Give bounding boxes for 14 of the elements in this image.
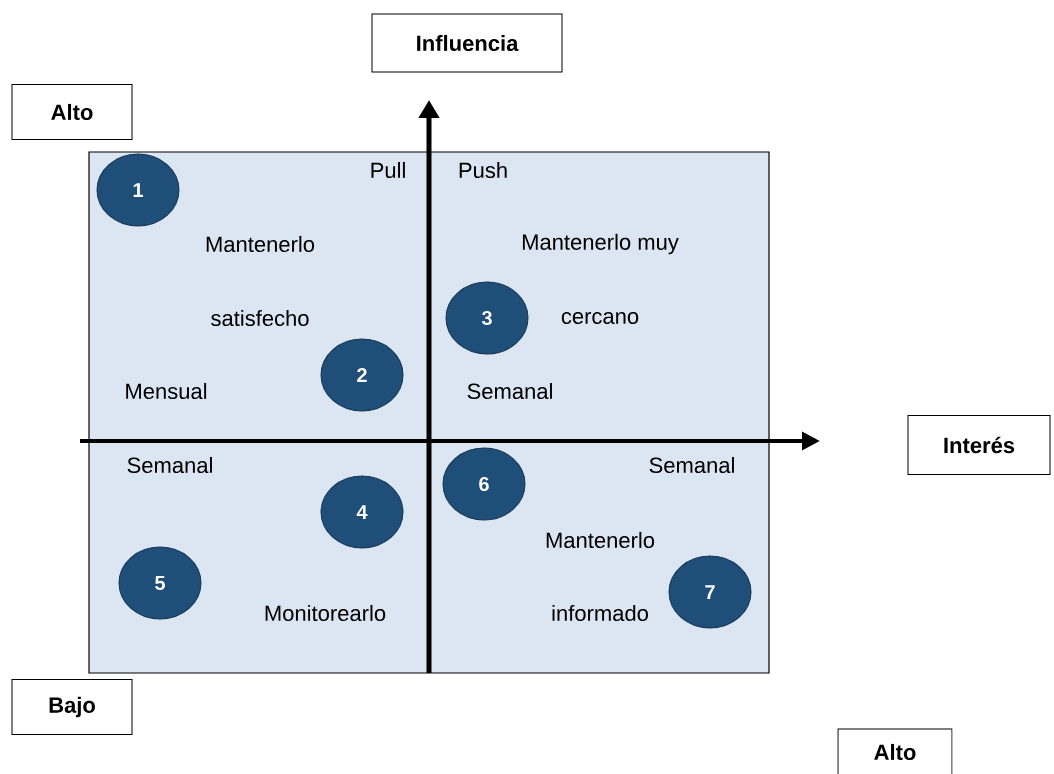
label-box: Alto (11, 84, 133, 140)
label-box: Interés (907, 415, 1051, 475)
quadrant-text: Mantenerlo (546, 531, 655, 549)
quadrant-text: Pull (371, 161, 405, 179)
quadrant-text: Semanal (649, 456, 734, 474)
quadrant-text: Mensual (126, 382, 207, 400)
quadrant-text: Push (459, 161, 507, 179)
quadrant-text: Monitorearlo (265, 604, 386, 622)
label-box: Influencia (371, 13, 563, 73)
quadrant-text: cercano (561, 312, 639, 325)
quadrant-text: Semanal (127, 456, 212, 474)
label-box: Bajo (11, 679, 133, 735)
quadrant-text: Semanal (467, 382, 552, 400)
label-box: Alto (837, 728, 953, 774)
